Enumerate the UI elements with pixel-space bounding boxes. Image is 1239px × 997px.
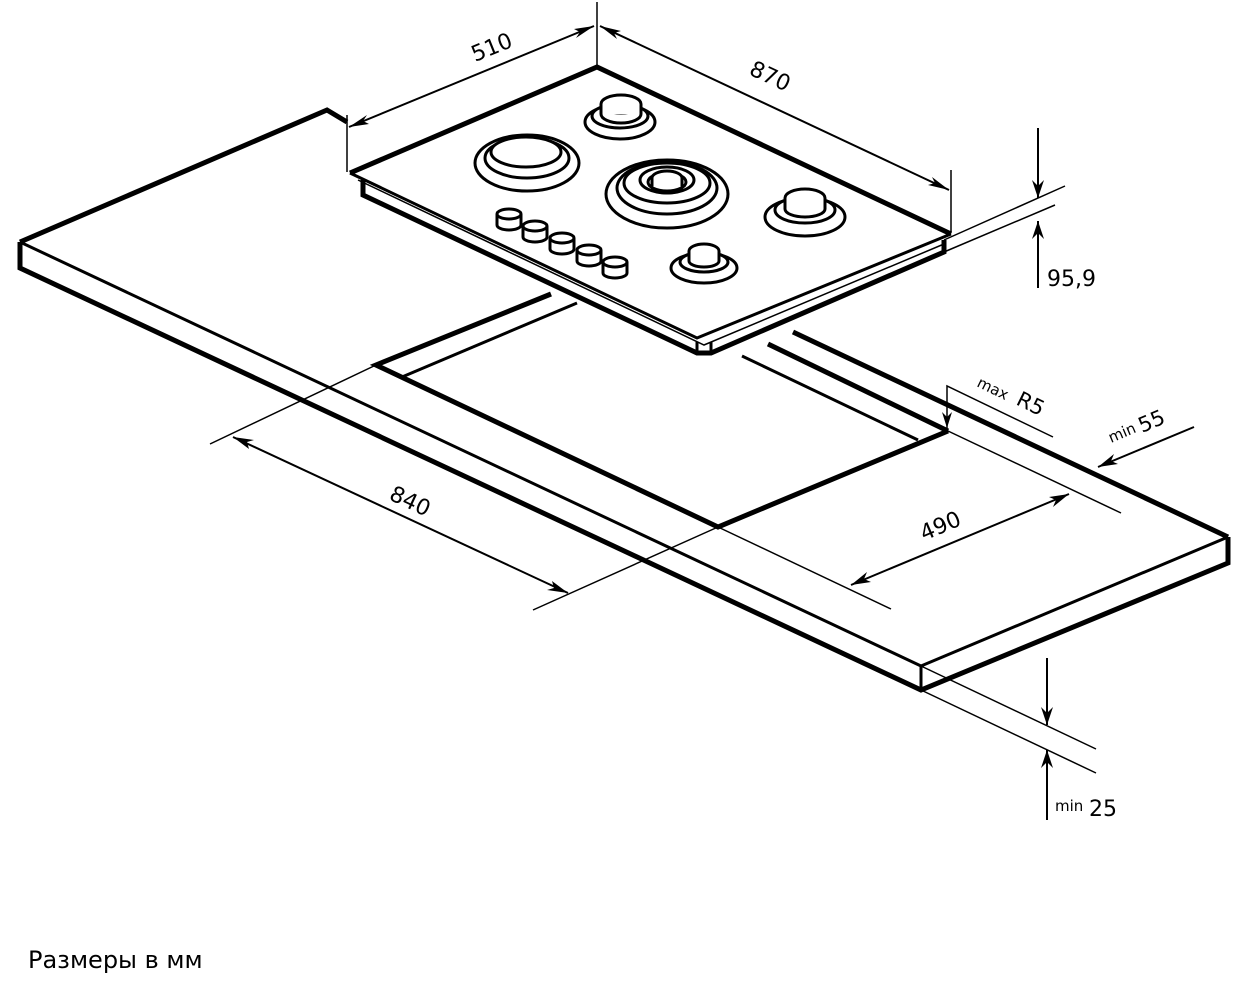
label-countertop-thickness: 25	[1089, 797, 1117, 822]
hob-body	[360, 180, 947, 356]
countertop-right-back-edge	[791, 329, 1230, 540]
countertop-back-edge	[19, 107, 349, 245]
label-front-edge: 55	[1135, 405, 1169, 438]
burner-small	[669, 242, 739, 285]
burner-right	[763, 187, 847, 238]
knob-5	[601, 255, 629, 280]
label-hob-height: 95,9	[1047, 267, 1096, 292]
label-front-edge-prefix: min	[1106, 419, 1139, 447]
countertop-top-front-edge	[19, 240, 922, 668]
dim-front-edge: min 55	[1097, 405, 1195, 468]
dim-hob-height: 95,9	[943, 128, 1096, 292]
cutout-inner-right	[741, 354, 919, 442]
dim-cutout-width: 840	[209, 364, 719, 611]
label-hob-width: 870	[745, 57, 794, 97]
dim-countertop-thickness: min 25	[920, 658, 1117, 822]
countertop-right-top-edge	[920, 535, 1229, 668]
knob-2	[521, 219, 549, 244]
knob-3	[548, 231, 576, 256]
control-knobs	[495, 207, 629, 280]
cutout-inner-left	[401, 301, 578, 379]
label-countertop-thickness-prefix: min	[1055, 797, 1083, 815]
burner-rear	[583, 93, 657, 141]
knob-1	[495, 207, 523, 232]
label-cutout-width: 840	[385, 482, 434, 522]
knob-4	[575, 243, 603, 268]
label-corner-radius-prefix: max	[974, 373, 1011, 404]
hob	[349, 64, 953, 356]
hob-top-back	[349, 64, 953, 237]
burner-wok	[604, 158, 730, 230]
units-caption: Размеры в мм	[28, 946, 203, 974]
burner-large	[473, 133, 581, 193]
cutout-outline	[369, 291, 949, 530]
cutout-right-edge	[766, 341, 950, 434]
label-corner-radius: R5	[1013, 387, 1049, 421]
hob-top-front	[349, 171, 952, 340]
countertop	[17, 107, 1231, 693]
cutout	[369, 291, 950, 530]
